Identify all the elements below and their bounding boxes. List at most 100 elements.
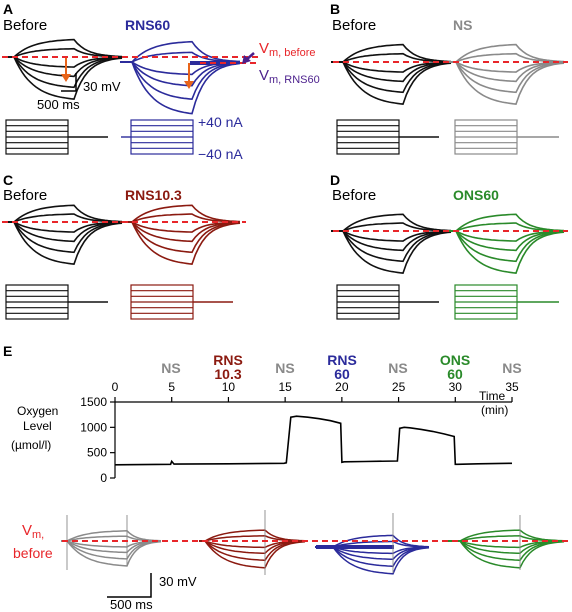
panel-b-label: B (330, 1, 340, 17)
panel-d-ons60-sweep-6 (444, 213, 565, 232)
panel-c-before-sweep-6 (2, 204, 123, 223)
panel-a-traces (2, 38, 258, 115)
steps-c-rns103 (130, 284, 233, 320)
segment-label-6-line2: 60 (447, 366, 463, 382)
current-step-protocols (5, 119, 559, 320)
panel-e-rns103-sweep-6 (199, 529, 306, 542)
oxygen-ylabel-2: Level (23, 419, 52, 433)
panel-e-traces (61, 510, 568, 575)
panel-a-before-sweep-6 (2, 38, 123, 58)
panel-d-before-sweep-6 (331, 213, 452, 232)
panel-d-before-sweep-1 (331, 230, 452, 274)
panel-e-ons60-sweep-2 (446, 540, 565, 562)
panel-a-rns60-sweep-2 (120, 61, 241, 101)
panel-e-ns-sweep-1 (61, 540, 162, 567)
panel-e-rns103-sweep-3 (199, 540, 306, 555)
panel-e-vm-label: Vm, (22, 522, 44, 541)
orange-arrow-before (61, 58, 71, 82)
scale-ms-label-e: 500 ms (110, 597, 153, 612)
time-tick-label-35: 35 (505, 380, 519, 394)
panel-a-label: A (3, 1, 13, 17)
time-axis-unit: (min) (481, 403, 508, 417)
panel-a-rns60-sweep-6 (120, 40, 241, 63)
panel-c-before-sweep-2 (2, 221, 123, 254)
purple-arrow-icon (242, 52, 255, 64)
time-tick-label-0: 0 (112, 380, 119, 394)
panel-e-ons60-sweep-3 (446, 540, 565, 555)
segment-label-4: RNS (327, 352, 357, 368)
oxygen-tick-label-1500: 1500 (80, 395, 107, 409)
panel-c-before-sweep-5 (2, 213, 123, 223)
panel-c-before-title: Before (3, 187, 47, 204)
vm-rns60-label: Vm, RNS60 (259, 67, 320, 86)
panel-a-before-sweep-3 (2, 56, 123, 78)
panel-a-before-sweep-1 (2, 56, 123, 100)
panel-e-rns60-sweep-1 (315, 546, 430, 575)
panel-d-before-sweep-3 (331, 230, 452, 252)
time-tick-label-30: 30 (449, 380, 463, 394)
panel-e-ons60-sweep-6 (446, 529, 565, 542)
panel-d-before-sweep-5 (331, 222, 452, 232)
scale-ms-label-a: 500 ms (37, 97, 80, 112)
panel-b-before-sweep-6 (331, 43, 452, 63)
oxygen-tick-label-1000: 1000 (80, 420, 107, 434)
panel-a-before-sweep-5 (2, 47, 123, 58)
oxygen-chart-plot (114, 415, 513, 466)
panel-d-ons60-sweep-2 (444, 230, 565, 263)
panel-e-ns-sweep-6 (61, 530, 162, 542)
scale-mv-label-a: 30 mV (83, 79, 121, 94)
panel-c-rns103-sweep-4 (120, 221, 241, 233)
panel-a-before-sweep-2 (2, 56, 123, 89)
segment-label-1: NS (161, 360, 180, 376)
scale-mv-label-e: 30 mV (159, 574, 197, 589)
steps-b-ns (454, 119, 559, 155)
segment-label-7: NS (502, 360, 521, 376)
current-pos-label: +40 nA (198, 114, 243, 130)
panel-c-rns103-sweep-1 (120, 221, 241, 265)
panel-c-rns103-sweep-3 (120, 221, 241, 243)
time-tick-label-5: 5 (168, 380, 175, 394)
panel-e-rns60-sweep-3 (315, 546, 430, 561)
segment-label-5: NS (388, 360, 407, 376)
panel-d-label: D (330, 172, 340, 188)
oxygen-tick-label-0: 0 (100, 471, 107, 485)
time-tick-label-10: 10 (222, 380, 236, 394)
panel-b-ns-sweep-3 (444, 61, 565, 83)
panel-b-ns-sweep-5 (444, 52, 565, 63)
segment-label-2: RNS (213, 352, 243, 368)
panel-e-ns-sweep-2 (61, 540, 162, 560)
panel-e-rns60-sweep-5 (315, 540, 429, 548)
panel-c-traces (2, 204, 246, 265)
panel-e-rns103-sweep-2 (199, 540, 306, 562)
panel-c-before-sweep-1 (2, 221, 123, 265)
time-tick-label-25: 25 (392, 380, 406, 394)
panel-c-before-sweep-3 (2, 221, 123, 243)
panel-b-ns-sweep-2 (444, 61, 565, 94)
panel-b-before-sweep-2 (331, 61, 452, 94)
time-axis-label: Time (479, 389, 506, 403)
panel-a-before-sweep-4 (2, 56, 123, 68)
steps-d-ons60 (454, 284, 559, 320)
steps-a-before (5, 119, 108, 155)
panel-d-ons60-sweep-3 (444, 230, 565, 252)
panel-b-before-sweep-4 (331, 61, 452, 73)
panel-b-ns-sweep-4 (444, 61, 565, 73)
scale-bar-a (61, 73, 77, 92)
panel-b-before-sweep-3 (331, 61, 452, 83)
panel-a-rns60-sweep-1 (120, 61, 241, 115)
panel-e-rns103-sweep-1 (199, 540, 306, 569)
oxygen-ylabel-3: (µmol/l) (11, 438, 51, 452)
oxygen-tick-label-500: 500 (87, 446, 107, 460)
panel-c-label: C (3, 172, 13, 188)
steps-d-before (336, 284, 439, 320)
panel-b-before-title: Before (332, 17, 376, 34)
panel-e-rns60-sweep-2 (315, 546, 430, 568)
segment-label-3: NS (275, 360, 294, 376)
oxygen-ylabel-1: Oxygen (17, 404, 58, 418)
scale-bar-e (107, 573, 152, 598)
steps-b-before (336, 119, 439, 155)
panel-d-traces (331, 213, 568, 274)
current-neg-label: −40 nA (198, 146, 243, 162)
